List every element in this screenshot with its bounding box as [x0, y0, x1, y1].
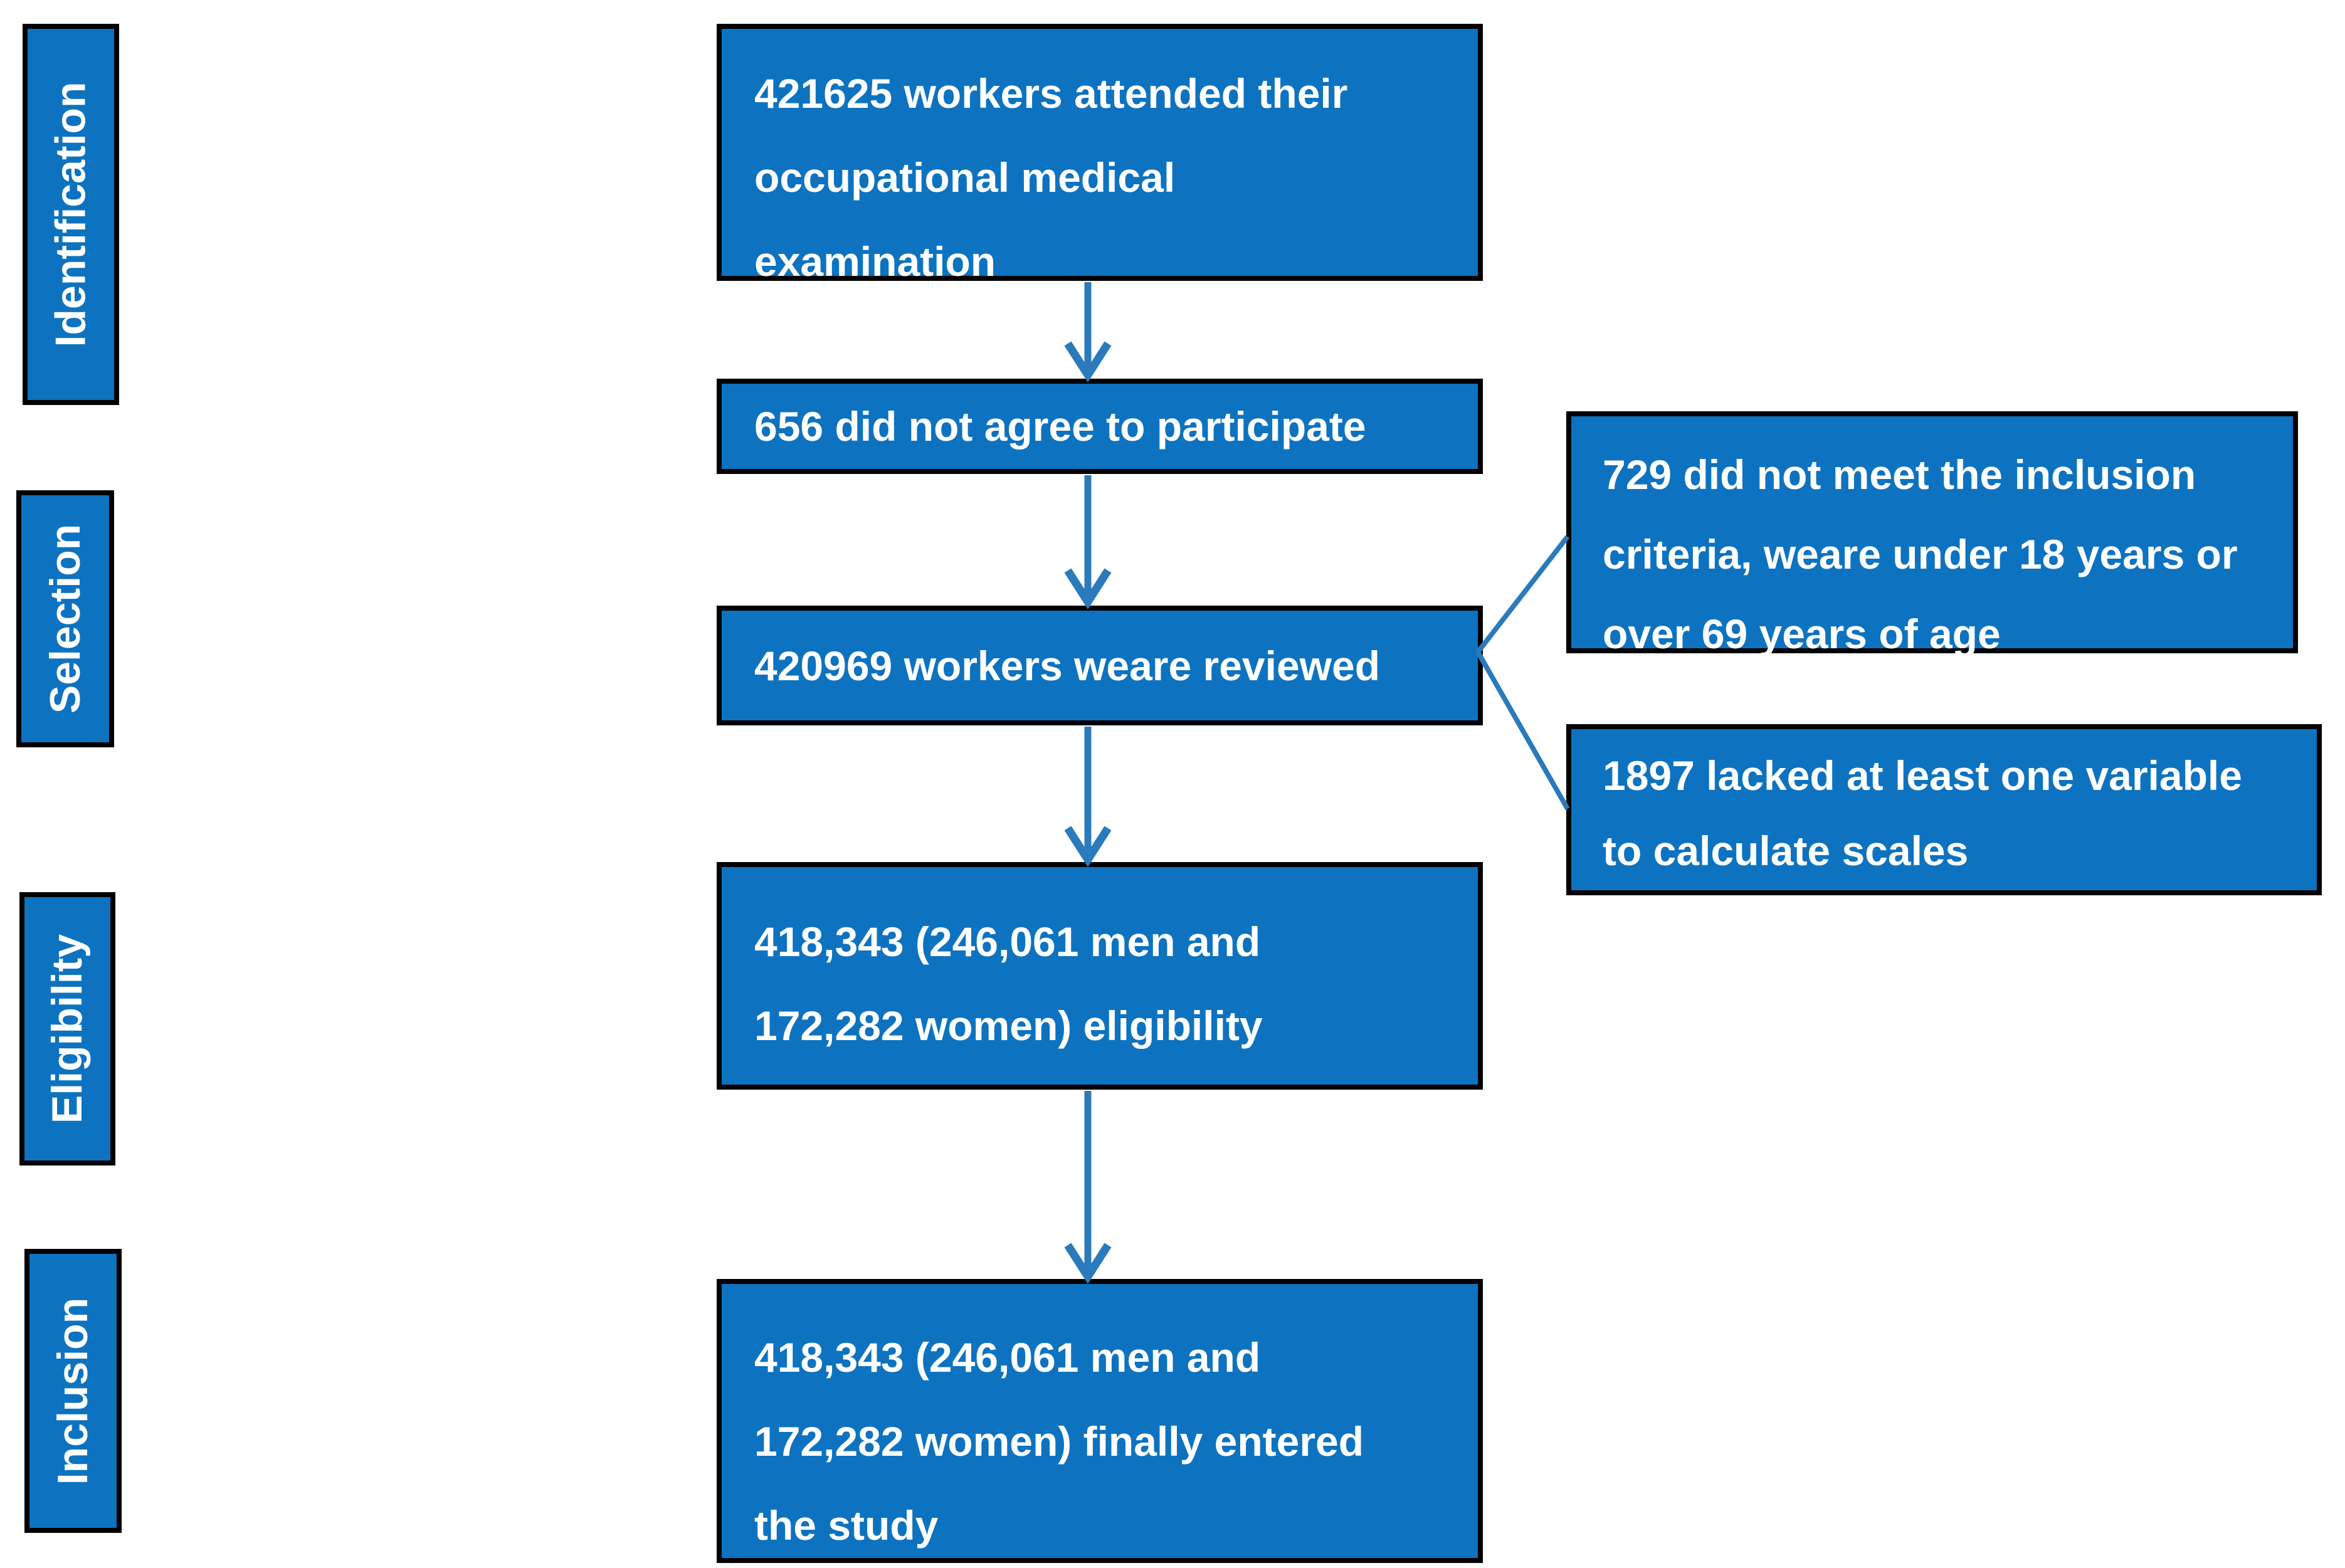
flow-box-eligibility-count-line2: 172,282 women) eligibility	[754, 1002, 1263, 1049]
flow-box-entered-study-line3: the study	[754, 1502, 939, 1549]
flow-box-attended-examination-line2: occupational medical	[754, 154, 1176, 201]
exclusion-box-inclusion-criteria: 729 did not meet the inclusion criteria,…	[1566, 411, 2298, 657]
stage-selection-label: Selection	[41, 524, 90, 714]
stage-selection: Selection	[16, 490, 114, 747]
stage-eligibility-label: Eligibility	[43, 934, 92, 1124]
stage-eligibility: Eligibility	[19, 892, 115, 1165]
exclusion-box-missing-variables-line2: to calculate scales	[1603, 828, 1969, 874]
flow-box-did-not-agree: 656 did not agree to participate	[717, 379, 1483, 474]
stage-inclusion-label: Inclusion	[49, 1297, 97, 1485]
flow-box-entered-study: 418,343 (246,061 men and 172,282 women) …	[717, 1279, 1483, 1563]
arrow-reviewed-to-eligibility	[1064, 727, 1112, 868]
flow-box-eligibility-count: 418,343 (246,061 men and 172,282 women) …	[717, 862, 1483, 1090]
exclusion-box-inclusion-criteria-line2: criteria, weare under 18 years or	[1603, 531, 2238, 577]
exclusion-box-missing-variables: 1897 lacked at least one variable to cal…	[1566, 724, 2322, 895]
flow-box-attended-examination-line3: examination	[754, 238, 996, 285]
flow-box-workers-reviewed-line1: 420969 workers weare reviewed	[754, 642, 1381, 689]
exclusion-box-missing-variables-line1: 1897 lacked at least one variable	[1603, 752, 2242, 799]
connector-reviewed-to-criteria-exclusion	[1475, 535, 1570, 654]
exclusion-box-inclusion-criteria-line3: over 69 years of age	[1603, 611, 2001, 657]
flow-box-did-not-agree-line1: 656 did not agree to participate	[754, 403, 1366, 450]
connector-reviewed-to-variables-exclusion	[1475, 651, 1570, 810]
flow-box-entered-study-line1: 418,343 (246,061 men and	[754, 1334, 1261, 1381]
stage-identification-label: Identification	[47, 82, 95, 347]
flow-box-entered-study-line2: 172,282 women) finally entered	[754, 1418, 1364, 1465]
stage-inclusion: Inclusion	[24, 1249, 122, 1533]
flow-box-attended-examination-line1: 421625 workers attended their	[754, 70, 1348, 117]
arrow-eligibility-to-inclusion	[1064, 1091, 1112, 1285]
stage-identification: Identification	[23, 24, 119, 405]
flow-box-attended-examination: 421625 workers attended their occupation…	[717, 24, 1483, 285]
flow-box-workers-reviewed: 420969 workers weare reviewed	[717, 606, 1483, 725]
exclusion-box-inclusion-criteria-line1: 729 did not meet the inclusion	[1603, 451, 2196, 498]
arrow-agree-to-reviewed	[1064, 475, 1112, 610]
flow-box-eligibility-count-line1: 418,343 (246,061 men and	[754, 918, 1261, 965]
